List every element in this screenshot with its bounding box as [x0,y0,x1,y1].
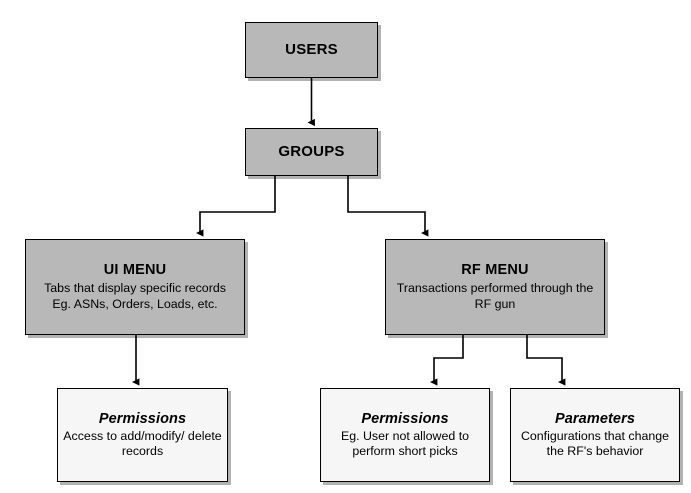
node-rf-permissions-description: Eg. User not allowed to perform short pi… [340,428,470,459]
node-ui-permissions[interactable]: Permissions Access to add/modify/ delete… [57,388,228,482]
node-users[interactable]: USERS [245,22,378,78]
node-rf-parameters-title: Parameters [555,410,635,427]
node-rf-menu[interactable]: RF MENU Transactions performed through t… [385,239,605,335]
node-ui-permissions-description: Access to add/modify/ delete records [63,428,222,459]
node-ui-permissions-title: Permissions [98,410,187,427]
node-ui-menu-description: Tabs that display specific records Eg. A… [44,281,226,311]
node-rf-permissions-title: Permissions [361,410,449,427]
node-rf-permissions[interactable]: Permissions Eg. User not allowed to perf… [320,388,490,482]
edge-rf-menu-to-parameters [526,335,566,386]
node-rf-menu-description: Transactions performed through the RF gu… [396,281,594,311]
edge-rf-menu-to-permissions [429,335,464,386]
node-ui-menu-title: UI MENU [103,262,167,279]
node-groups-title: GROUPS [278,143,345,161]
node-rf-parameters-description: Configurations that change the RF's beha… [520,428,670,459]
edge-groups-to-ui-menu [195,176,276,237]
node-rf-menu-title: RF MENU [461,262,529,279]
node-ui-menu[interactable]: UI MENU Tabs that display specific recor… [25,239,245,335]
node-users-title: USERS [285,41,338,59]
node-rf-parameters[interactable]: Parameters Configurations that change th… [510,388,680,482]
edge-groups-to-rf-menu [347,176,429,237]
node-groups[interactable]: GROUPS [245,128,378,176]
